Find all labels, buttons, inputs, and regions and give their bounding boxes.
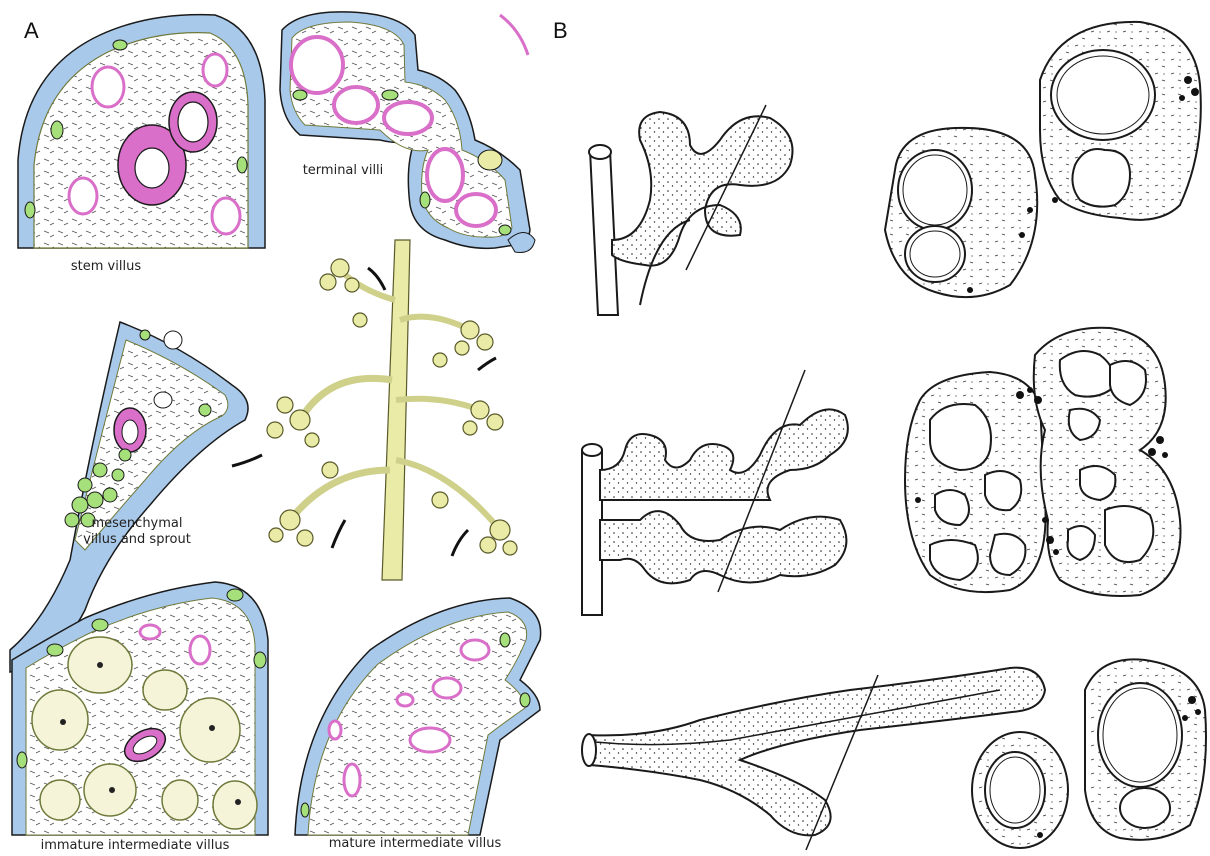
terminal-villi-drawing	[280, 12, 535, 253]
caption-mesenchymal-villus: mesenchymal villus and sprout	[62, 516, 212, 548]
panel-b-row3-loop	[582, 668, 1045, 850]
panel-b-row2-cross-sections	[905, 328, 1181, 596]
stem-villus-drawing	[18, 15, 265, 248]
panel-b	[582, 22, 1206, 850]
villous-tree-drawing	[232, 240, 517, 580]
panel-b-letter: B	[553, 18, 568, 44]
caption-terminal-villi: terminal villi	[283, 163, 403, 179]
panel-a-letter: A	[24, 18, 39, 44]
panel-b-row1-cross-sections	[885, 22, 1201, 297]
panel-b-row1-loop	[589, 105, 793, 315]
caption-mesenchymal-line2: villus and sprout	[62, 532, 212, 548]
tree-arrows	[232, 268, 496, 556]
panel-a	[10, 12, 541, 835]
panel-b-row2-loop	[582, 370, 848, 615]
mature-intermediate-villus-drawing	[295, 598, 541, 835]
caption-mature-intermediate-villus: mature intermediate villus	[290, 836, 540, 852]
caption-stem-villus: stem villus	[46, 259, 166, 275]
caption-immature-intermediate-villus: immature intermediate villus	[0, 838, 270, 854]
caption-mesenchymal-line1: mesenchymal	[62, 516, 212, 532]
